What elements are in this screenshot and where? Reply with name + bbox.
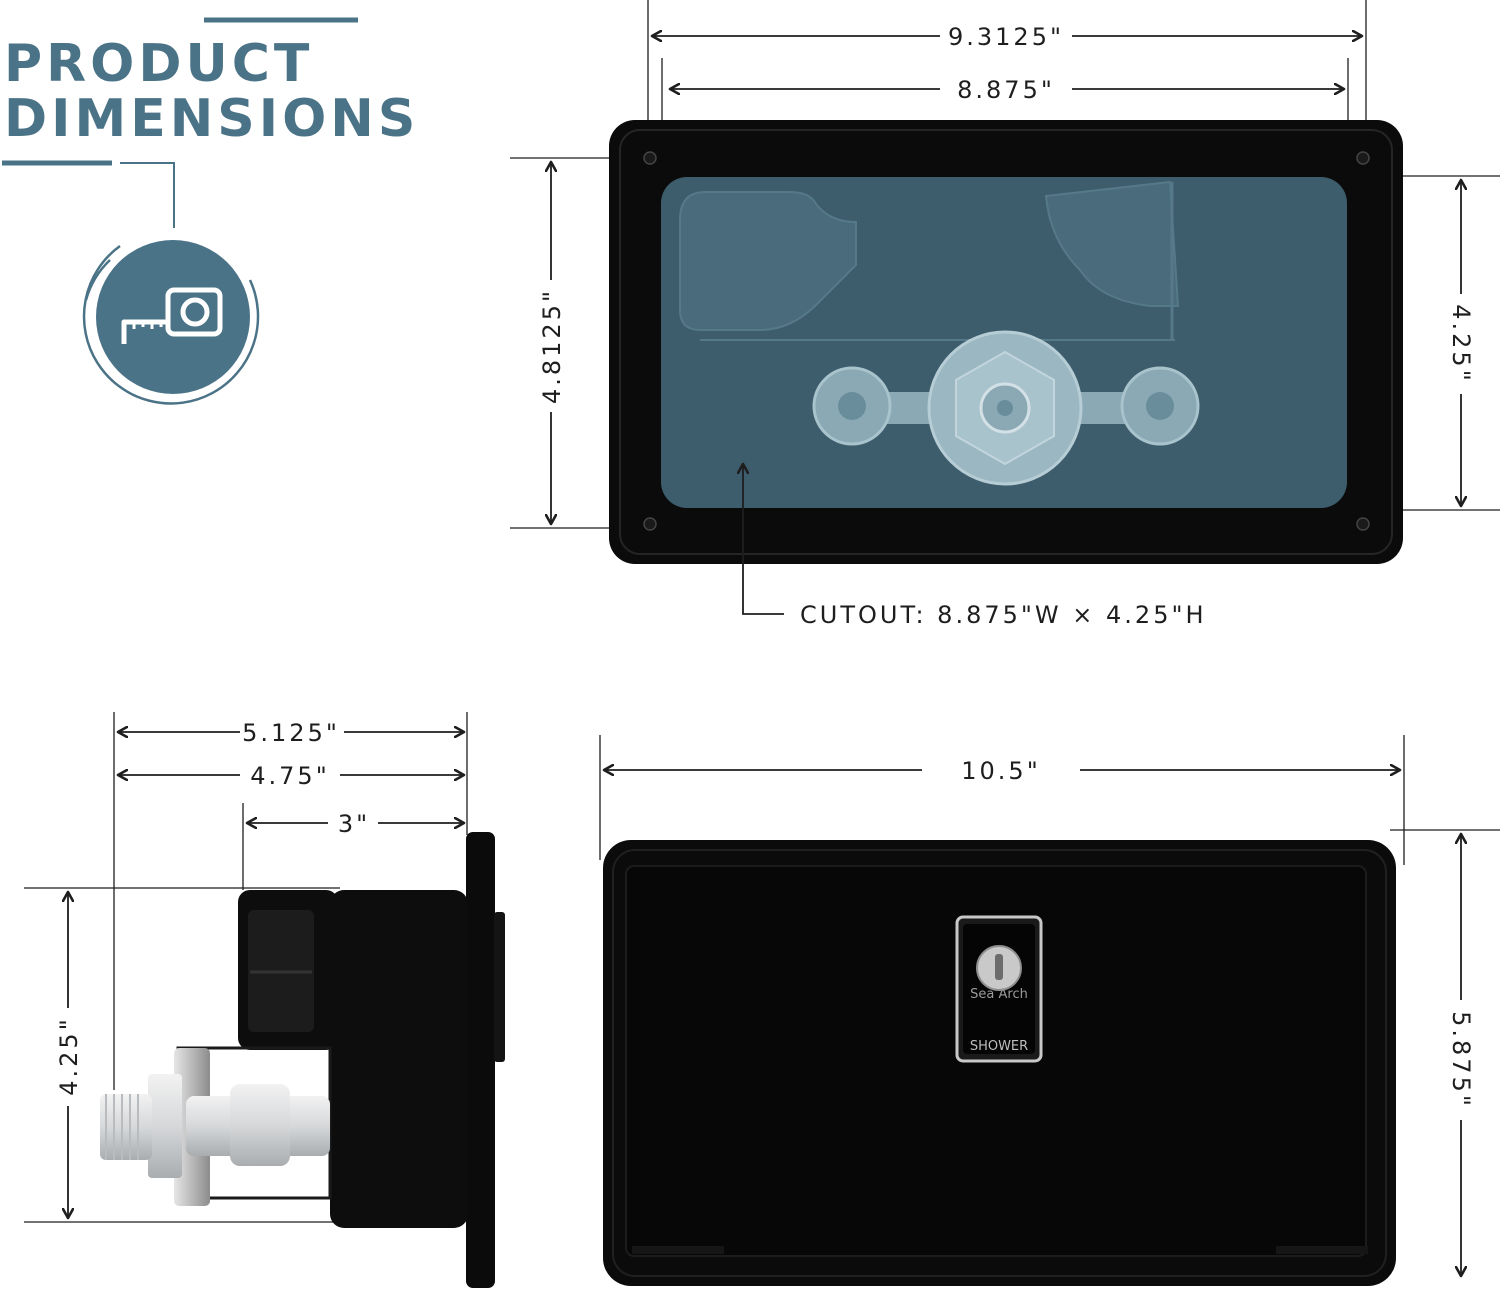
hose-cradle xyxy=(679,191,857,331)
front-view: 9.3125" 8.875" 4.8125" 4.25" CUTOUT: 8.8… xyxy=(510,0,1500,629)
lock-brand: Sea Arch xyxy=(970,987,1028,1002)
screw-hole xyxy=(643,151,657,165)
cutout-note: CUTOUT: 8.875"W × 4.25"H xyxy=(800,601,1207,629)
screw-hole xyxy=(1356,151,1370,165)
lock-label: SHOWER xyxy=(970,1039,1028,1054)
dim-overall-height-label: 4.8125" xyxy=(538,288,566,404)
dim-overall-depth-label: 5.125" xyxy=(242,719,340,747)
title-line-2: DIMENSIONS xyxy=(4,89,419,149)
tape-measure-icon xyxy=(121,287,223,344)
dim-door-width-label: 10.5" xyxy=(961,757,1040,785)
dim-body-depth-label: 4.75" xyxy=(250,762,329,790)
handle-bracket xyxy=(1044,180,1180,307)
side-view: 5.125" 4.75" 3" 4.25" xyxy=(24,712,505,1288)
tape-measure-badge xyxy=(82,240,260,405)
cutout-leader xyxy=(743,464,784,615)
badge-circle xyxy=(96,240,250,394)
dim-flange-width-label: 8.875" xyxy=(957,76,1055,104)
screw-hole xyxy=(643,517,657,531)
side-fittings xyxy=(100,1046,332,1206)
dim-door-height-label: 5.875" xyxy=(1447,1011,1475,1109)
dim-body-height-label: 4.25" xyxy=(55,1016,83,1095)
screw-hole xyxy=(1356,517,1370,531)
dim-housing-depth-label: 3" xyxy=(338,810,370,838)
title-line-1: PRODUCT xyxy=(4,34,313,94)
side-main-body xyxy=(330,890,468,1228)
header: PRODUCT DIMENSIONS xyxy=(2,17,419,405)
side-faceplate xyxy=(466,832,495,1288)
connector-line xyxy=(120,162,175,228)
door-lock[interactable]: Sea Arch SHOWER xyxy=(955,915,1043,1063)
faucet-assembly xyxy=(812,330,1200,486)
door-view: Sea Arch SHOWER 10.5" 5.875" xyxy=(599,735,1500,1286)
dim-window-height-label: 4.25" xyxy=(1447,304,1475,383)
dim-overall-width-label: 9.3125" xyxy=(948,23,1064,51)
